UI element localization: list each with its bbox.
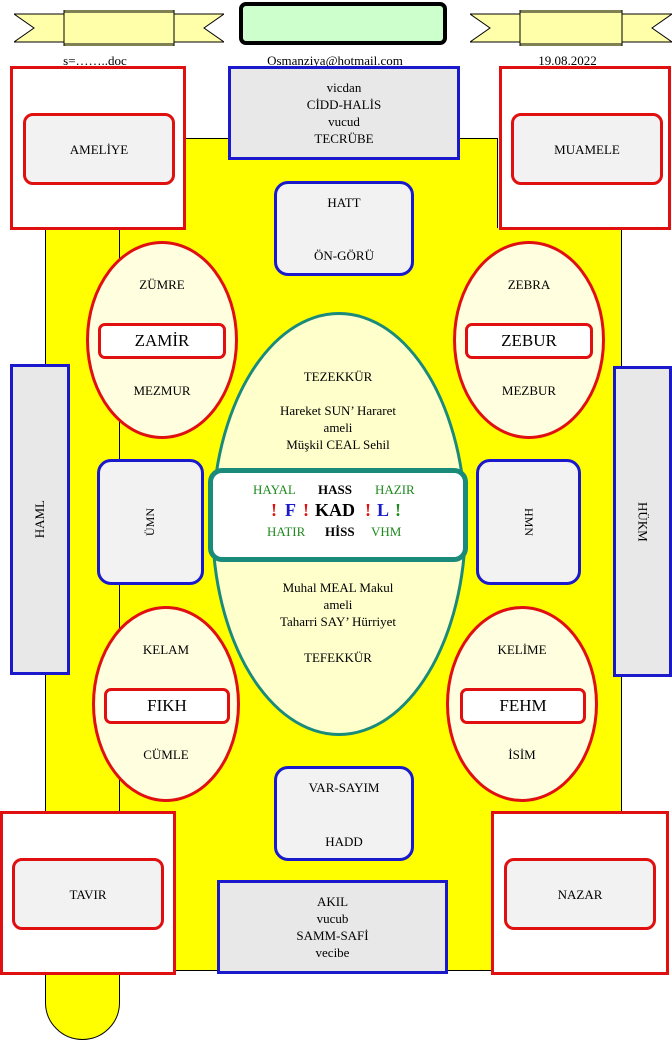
core-vhm: VHM [371,524,402,539]
core-row1: HAYAL HASS HAZIR [213,482,463,500]
core-hayal: HAYAL [253,482,296,497]
bottom-rounded-box: VAR-SAYIM HADD [274,766,414,861]
side-bar-right: HÜKM [613,366,672,677]
ellipse-bottom-right: KELİME FEHM İSİM [446,606,598,802]
core-excl-1: ! [271,500,277,520]
core-excl-4: ! [395,500,401,520]
ellipse-top-left-bottom: MEZMUR [133,383,191,398]
center-bottom-line2: ameli [323,597,353,612]
ellipse-bottom-left-top: KELAM [142,642,190,657]
core-row3: HATIR HİSS VHM [213,524,463,542]
core-box [208,468,468,562]
center-top-title: TEZEKKÜR [303,369,373,384]
top-rounded-line1: HATT [327,195,361,210]
center-bottom-title: TEFEKKÜR [304,650,372,665]
ellipse-top-right-top: ZEBRA [507,277,551,292]
inner-side-right-label: HMN [522,507,536,536]
center-top-line2: ameli [323,420,353,435]
corner-top-left-label: AMELİYE [23,113,175,185]
core-excl-3: ! [365,500,371,520]
core-hazir: HAZIR [375,482,415,497]
corner-bottom-left: TAVIR [0,811,176,975]
corner-top-right-label: MUAMELE [511,113,663,185]
ellipse-bottom-right-center: FEHM [460,688,586,724]
corner-top-left: AMELİYE [10,66,186,230]
core-f: F [285,500,296,520]
inner-side-left: ÜMN [97,459,204,585]
side-bar-left: HAML [10,364,70,675]
ellipse-top-left-top: ZÜMRE [139,277,185,292]
inner-side-left-label: ÜMN [143,507,157,536]
ellipse-top-left: ZÜMRE ZAMİR MEZMUR [86,241,238,439]
top-box-line4: TECRÜBE [314,131,374,146]
right-banner [470,10,672,46]
ellipse-bottom-left: KELAM FIKH CÜMLE [92,606,240,802]
corner-bottom-right-label: NAZAR [504,858,656,930]
core-excl-2: ! [303,500,309,520]
core-hiss: HİSS [325,524,355,539]
center-bottom-line1: Muhal MEAL Makul [282,580,394,595]
core-hatir: HATIR [267,524,306,539]
side-bar-right-label: HÜKM [635,501,651,542]
bottom-box-line3: SAMM-SAFİ [296,928,369,943]
core-l: L [377,500,390,520]
top-rounded-box: HATT ÖN-GÖRÜ [274,181,414,276]
center-bottom-line3: Taharri SAY’ Hürriyet [279,614,397,629]
ellipse-bottom-left-bottom: CÜMLE [143,747,189,762]
left-banner [14,10,224,46]
ellipse-bottom-left-center: FIKH [104,688,230,724]
header-left-text: s=……..doc [63,53,127,68]
header-date: 19.08.2022 [538,53,597,68]
top-box: vicdan CİDD-HALİS vucud TECRÜBE [228,66,460,160]
bottom-box-line1: AKIL [316,894,349,909]
ellipse-top-left-center: ZAMİR [98,323,226,359]
bottom-box: AKIL vucub SAMM-SAFİ vecibe [217,880,448,974]
side-bar-left-label: HAML [32,500,47,539]
bottom-box-line2: vucub [316,911,349,926]
ellipse-bottom-right-top: KELİME [497,642,547,657]
ellipse-top-right: ZEBRA ZEBUR MEZBUR [453,241,605,439]
bottom-rounded-line1: VAR-SAYIM [308,780,380,795]
center-top-line3: Müşkil CEAL Sehil [286,437,390,452]
center-header-box [239,2,447,45]
core-kad: KAD [315,500,355,520]
bottom-box-line4: vecibe [315,945,350,960]
corner-top-right: MUAMELE [499,66,671,230]
core-hass: HASS [318,482,352,497]
inner-side-right: HMN [476,459,581,585]
top-box-line2: CİDD-HALİS [306,97,382,112]
ellipse-top-right-bottom: MEZBUR [501,383,557,398]
ellipse-bottom-right-bottom: İSİM [508,747,536,762]
center-top-line1: Hareket SUN’ Hararet [280,403,396,418]
header-email: Osmanziya@hotmail.com [267,53,403,68]
core-row2: ! F ! KAD ! L ! [213,500,463,524]
top-rounded-line2: ÖN-GÖRÜ [314,248,374,263]
ellipse-top-right-center: ZEBUR [465,323,593,359]
top-box-line3: vucud [328,114,360,129]
corner-bottom-left-label: TAVIR [12,858,164,930]
corner-bottom-right: NAZAR [491,811,669,975]
bottom-rounded-line2: HADD [325,834,363,849]
top-box-line1: vicdan [326,80,362,95]
